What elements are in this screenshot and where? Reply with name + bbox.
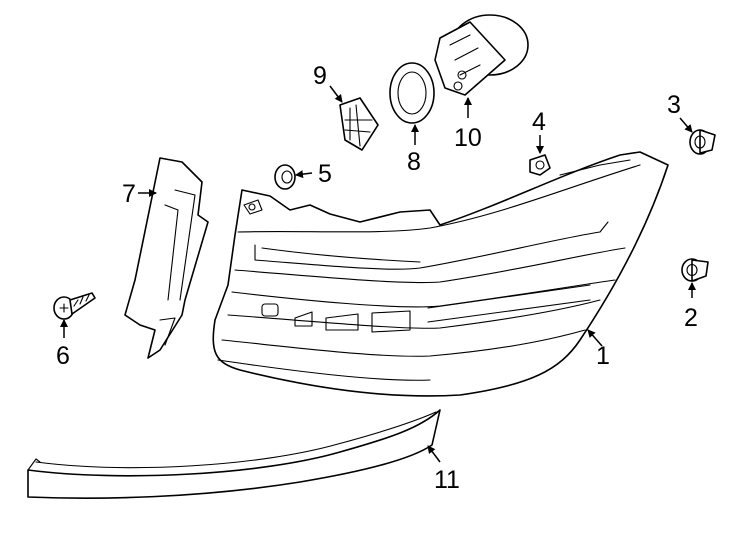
tail-lamp-part-1 [212, 151, 669, 397]
socket-part-10 [434, 14, 529, 96]
trim-molding-part-11 [27, 409, 441, 499]
callout-2: 2 [684, 304, 698, 332]
screw-part-6 [53, 292, 96, 320]
callout-11: 11 [434, 466, 460, 494]
leader-11 [427, 445, 441, 463]
gasket-part-8 [389, 62, 435, 124]
clip-part-2 [681, 258, 709, 282]
leader-3 [679, 117, 693, 133]
callout-9: 9 [313, 62, 327, 90]
vent-part-9 [339, 97, 379, 151]
callout-5: 5 [318, 160, 332, 188]
leader-9 [329, 85, 343, 103]
screw-part-3 [689, 129, 716, 155]
clip-part-5 [274, 164, 296, 190]
callout-7: 7 [122, 180, 136, 208]
bracket-part-7 [124, 157, 209, 359]
callout-1: 1 [596, 342, 610, 370]
callout-6: 6 [56, 342, 70, 370]
callout-8: 8 [407, 148, 421, 176]
nut-part-4 [529, 154, 551, 176]
leader-lines [60, 85, 696, 463]
callout-3: 3 [667, 91, 681, 119]
callout-4: 4 [532, 108, 546, 136]
leader-1 [587, 329, 603, 347]
leader-5 [295, 170, 313, 179]
callout-10: 10 [454, 124, 482, 152]
